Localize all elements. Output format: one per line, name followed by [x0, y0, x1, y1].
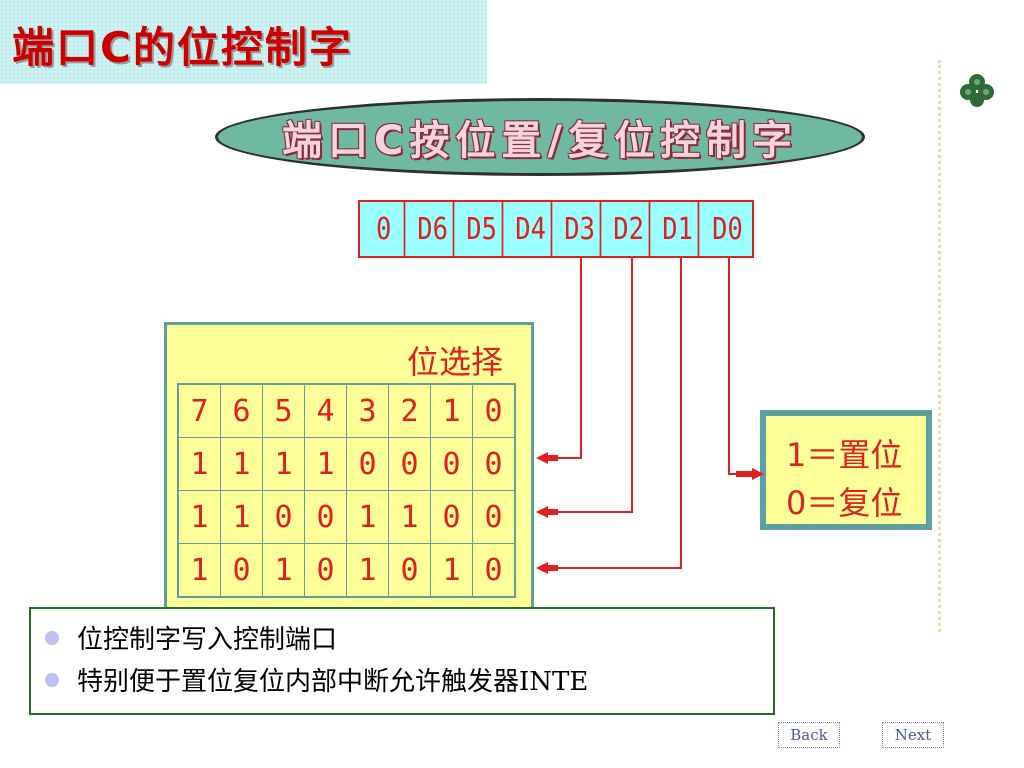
- register-bit-0: D0: [712, 211, 743, 247]
- bit-value-cell: 0: [431, 491, 472, 543]
- wire-d3: [540, 258, 582, 459]
- bit-index-cell: 6: [221, 385, 262, 437]
- back-button[interactable]: Back: [778, 722, 840, 748]
- bit-value-cell: 1: [221, 438, 262, 490]
- decorative-dotted-line: [938, 60, 941, 632]
- wire-d1: [540, 258, 682, 569]
- bit-value-cell: 1: [347, 491, 388, 543]
- clover-icon: [960, 74, 994, 107]
- bit-value-cell: 1: [221, 491, 262, 543]
- note-item: 位控制字写入控制端口: [45, 619, 337, 656]
- control-word-register: 0 D6 D5 D4 D3 D2 D1 D0: [358, 200, 754, 258]
- register-bit-2: D2: [609, 202, 651, 256]
- arrow-d0: [752, 468, 764, 480]
- page-title: 端口C的位控制字: [12, 23, 353, 72]
- register-bit-7: 0: [364, 202, 406, 256]
- bit-value-cell: 0: [221, 544, 262, 596]
- bit-value-cell: 0: [473, 438, 514, 490]
- register-bit-1: D1: [658, 202, 700, 256]
- notes-box: 位控制字写入控制端口 特别便于置位复位内部中断允许触发器INTE: [29, 607, 775, 715]
- bit-index-cell: 4: [305, 385, 346, 437]
- set-label: 1＝置位: [786, 436, 903, 474]
- bit-value-cell: 1: [263, 544, 304, 596]
- bit-value-cell: 0: [389, 544, 430, 596]
- bit-index-cell: 3: [347, 385, 388, 437]
- register-bit-3: D3: [560, 202, 602, 256]
- wire-d0: [728, 258, 760, 475]
- register-bit-4: D4: [511, 202, 553, 256]
- bit-value-cell: 0: [473, 544, 514, 596]
- bit-value-cell: 0: [305, 544, 346, 596]
- bit-value-cell: 1: [263, 438, 304, 490]
- bit-select-label: 位选择: [406, 343, 503, 381]
- register-bit-6: D6: [413, 202, 455, 256]
- bit-value-cell: 1: [179, 438, 220, 490]
- note-text: 特别便于置位复位内部中断允许触发器INTE: [77, 667, 589, 697]
- wire-d2: [540, 258, 633, 513]
- bit-value-cell: 1: [179, 544, 220, 596]
- set-reset-panel: 1＝置位 0＝复位: [760, 410, 932, 530]
- bit-value-cell: 1: [179, 491, 220, 543]
- bit-index-cell: 5: [263, 385, 304, 437]
- bullet-icon: [45, 672, 59, 687]
- bit-value-cell: 1: [431, 544, 472, 596]
- title-area: 端口C的位控制字: [0, 0, 487, 84]
- bit-value-cell: 1: [305, 438, 346, 490]
- register-bit-5: D5: [462, 202, 504, 256]
- reset-label: 0＝复位: [786, 484, 903, 522]
- bit-value-cell: 0: [347, 438, 388, 490]
- arrow-d3: [536, 452, 548, 464]
- bit-value-cell: 0: [263, 491, 304, 543]
- bit-index-cell: 2: [389, 385, 430, 437]
- arrow-d2: [536, 506, 548, 518]
- bit-value-cell: 0: [431, 438, 472, 490]
- note-item: 特别便于置位复位内部中断允许触发器INTE: [45, 661, 588, 698]
- note-text: 位控制字写入控制端口: [77, 625, 338, 655]
- bit-index-cell: 7: [179, 385, 220, 437]
- bit-value-cell: 0: [389, 438, 430, 490]
- banner-text: 端口C按位置/复位控制字: [282, 118, 798, 164]
- banner: 端口C按位置/复位控制字: [215, 98, 865, 176]
- bit-value-cell: 0: [473, 491, 514, 543]
- arrow-d1: [536, 562, 548, 574]
- next-button[interactable]: Next: [882, 722, 944, 748]
- bit-value-cell: 1: [347, 544, 388, 596]
- bullet-icon: [45, 630, 59, 645]
- bit-index-cell: 0: [473, 385, 514, 437]
- bit-index-cell: 1: [431, 385, 472, 437]
- bit-value-cell: 1: [389, 491, 430, 543]
- bit-value-cell: 0: [305, 491, 346, 543]
